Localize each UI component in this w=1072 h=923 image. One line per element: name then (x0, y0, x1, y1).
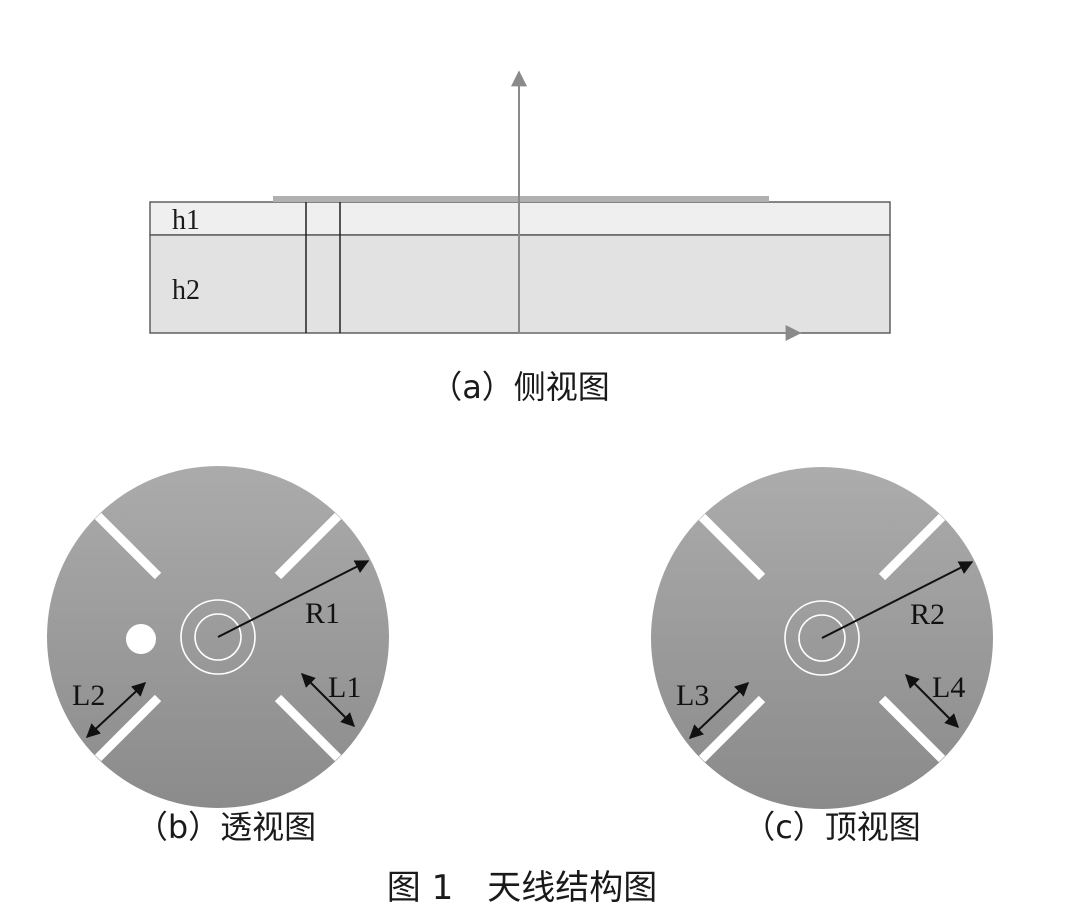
feed-ring-outer (180, 599, 256, 675)
feed-ring-inner (194, 613, 242, 661)
slot-length-arrow-l1 (301, 673, 355, 727)
layer-h1-label: h1 (172, 205, 200, 236)
slot-upper-right (878, 513, 946, 581)
radius-arrow-r2 (821, 561, 974, 639)
slot-length-arrow-l3 (688, 682, 750, 739)
slot-label-l2: L2 (72, 679, 105, 712)
slot-length-arrow-l2 (85, 682, 147, 738)
side-view-caption: （a）侧视图 (430, 368, 610, 406)
top-view-panel: R2 L3 L4 （c）顶视图 (651, 467, 993, 846)
slot-length-arrow-l4 (905, 674, 959, 728)
slot-label-l3: L3 (676, 679, 709, 712)
radius-label-r2: R2 (910, 598, 945, 631)
slot-label-l4: L4 (932, 671, 965, 704)
via-hole (126, 624, 156, 654)
slot-upper-left (94, 512, 162, 580)
slot-upper-right (274, 512, 342, 580)
radiating-patch (273, 196, 769, 202)
slot-upper-left (698, 513, 766, 581)
feed-ring-inner (798, 614, 846, 662)
figure-title: 图 1 天线结构图 (387, 868, 657, 908)
slot-lower-right (274, 694, 342, 762)
layer-h2-label: h2 (172, 275, 200, 306)
feed-ring-outer (784, 600, 860, 676)
radius-label-r1: R1 (305, 597, 340, 630)
side-view-panel: h1 h2 （a）侧视图 (149, 70, 891, 406)
perspective-view-caption: （b）透视图 (136, 808, 316, 846)
slot-label-l1: L1 (328, 671, 361, 704)
slot-lower-right (878, 695, 946, 763)
top-view-caption: （c）顶视图 (743, 808, 921, 846)
radius-arrow-r1 (217, 560, 370, 638)
perspective-view-panel: R1 L1 L2 （b）透视图 (47, 466, 389, 846)
